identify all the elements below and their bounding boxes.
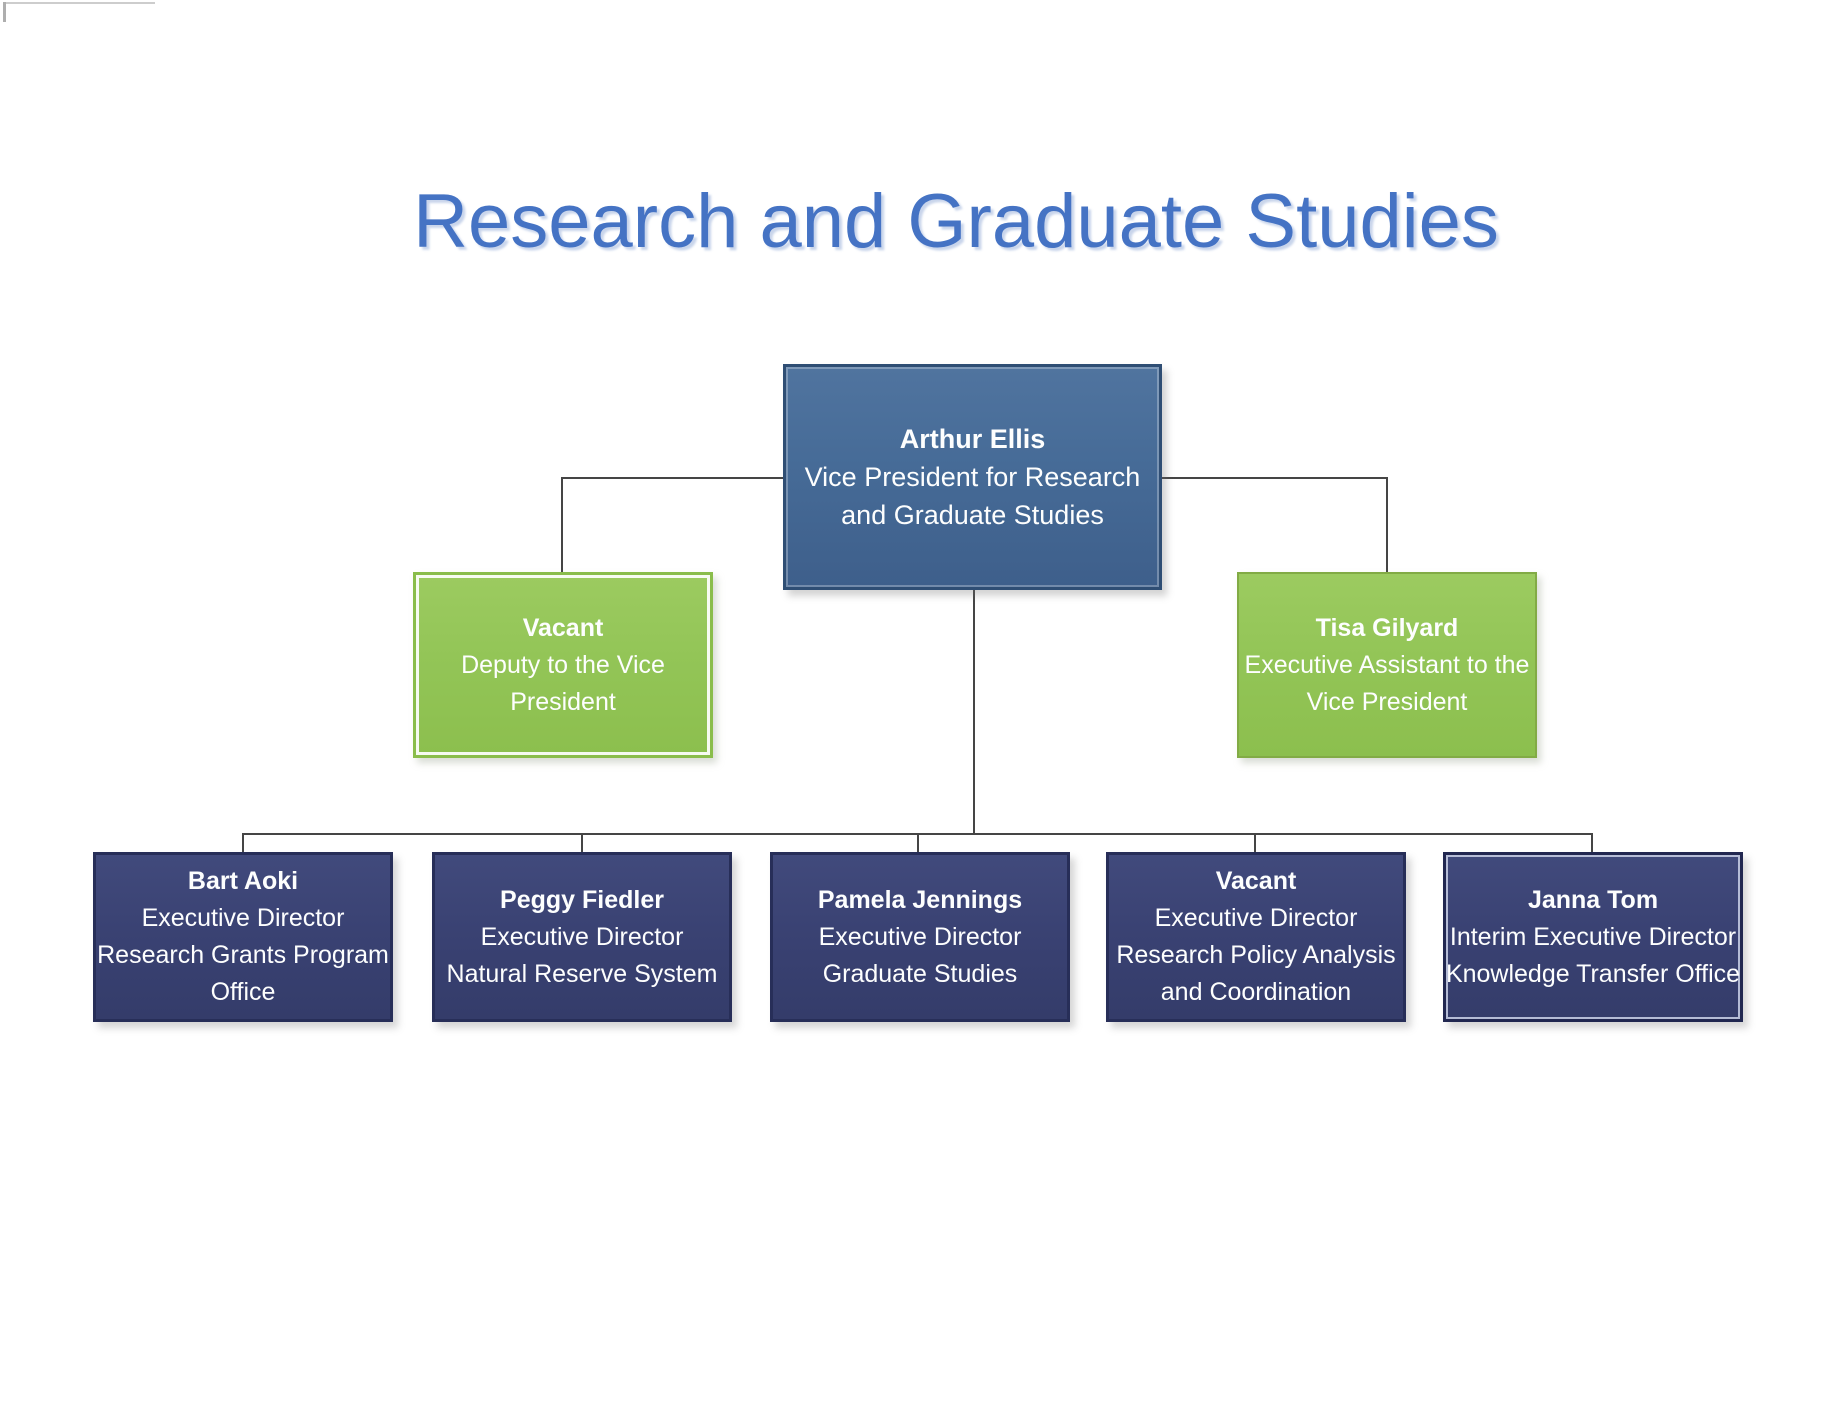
person-name: Tisa Gilyard — [1315, 613, 1459, 642]
person-name: Vacant — [1215, 867, 1297, 895]
role-line: Graduate Studies — [822, 959, 1018, 988]
role-line: Deputy to the Vice — [461, 650, 665, 679]
person-name: Janna Tom — [1527, 885, 1659, 914]
role-line: Vice President for Research — [804, 462, 1141, 492]
role-line: Research Policy Analysis — [1116, 941, 1396, 969]
person-name: Vacant — [522, 613, 604, 642]
page-title: Research and Graduate Studies — [413, 179, 1499, 264]
connector-drop-vacant-policy — [1254, 833, 1256, 854]
connector-drop-bart-aoki — [242, 833, 244, 854]
node-peggy-fiedler[interactable]: Peggy Fiedler Executive Director Natural… — [432, 852, 732, 1022]
role-line: and Coordination — [1160, 978, 1352, 1006]
node-vacant-research-policy[interactable]: Vacant Executive Director Research Polic… — [1106, 852, 1406, 1022]
role-line: Research Grants Program — [97, 941, 389, 969]
role-line: Interim Executive Director — [1449, 922, 1737, 951]
connector-root-to-left-staff-v — [561, 477, 563, 574]
page-corner-line-vertical — [3, 2, 6, 22]
node-janna-tom[interactable]: Janna Tom Interim Executive Director Kno… — [1443, 852, 1743, 1022]
node-bart-aoki[interactable]: Bart Aoki Executive Director Research Gr… — [93, 852, 393, 1022]
person-name: Bart Aoki — [187, 867, 299, 895]
role-line: Office — [210, 978, 276, 1006]
node-arthur-ellis[interactable]: Arthur Ellis Vice President for Research… — [783, 364, 1162, 590]
node-pamela-jennings[interactable]: Pamela Jennings Executive Director Gradu… — [770, 852, 1070, 1022]
connector-drop-peggy-fiedler — [581, 833, 583, 854]
connector-root-to-right-staff-h — [1160, 477, 1388, 479]
role-line: Executive Assistant to the — [1244, 650, 1530, 679]
role-line: Knowledge Transfer Office — [1445, 959, 1741, 988]
connector-root-to-left-staff-h — [562, 477, 785, 479]
role-line: Vice President — [1306, 687, 1468, 716]
connector-root-stem — [973, 588, 975, 835]
node-tisa-gilyard[interactable]: Tisa Gilyard Executive Assistant to the … — [1237, 572, 1537, 758]
role-line: Natural Reserve System — [446, 959, 718, 988]
role-line: Executive Director — [141, 904, 345, 932]
role-line: Executive Director — [818, 922, 1022, 951]
role-line: President — [510, 687, 616, 716]
connector-root-to-right-staff-v — [1386, 477, 1388, 574]
role-line: Executive Director — [1154, 904, 1358, 932]
connector-drop-pamela-jennings — [917, 833, 919, 854]
role-line: Executive Director — [480, 922, 684, 951]
role-line: and Graduate Studies — [841, 500, 1104, 530]
person-name: Pamela Jennings — [817, 885, 1023, 914]
person-name: Peggy Fiedler — [500, 885, 664, 914]
connector-drop-janna-tom — [1591, 833, 1593, 854]
node-vacant-deputy[interactable]: Vacant Deputy to the Vice President — [413, 572, 713, 758]
person-name: Arthur Ellis — [899, 424, 1046, 454]
page-corner-line-horizontal — [3, 2, 155, 4]
